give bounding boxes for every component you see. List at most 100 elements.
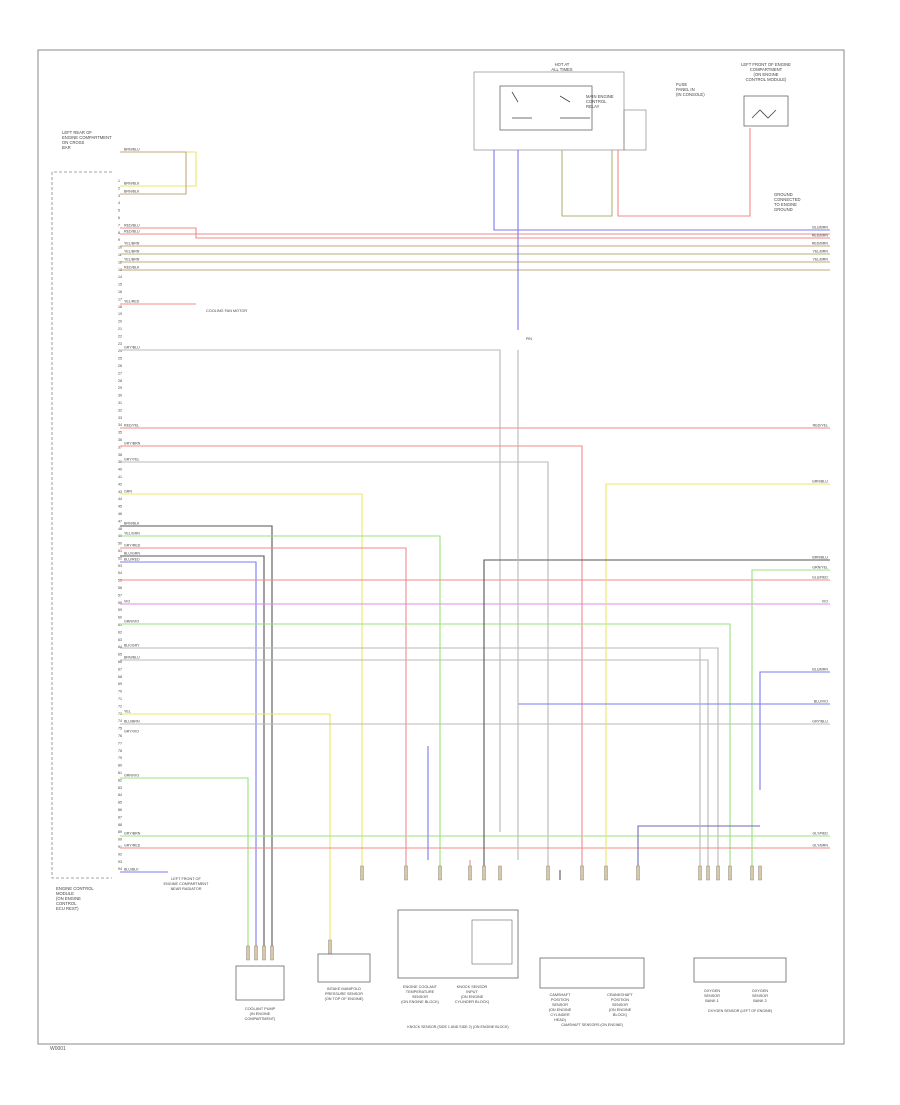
wire-terminal [728,865,732,881]
wire-color-label: YEL/BRN [124,250,140,254]
ecm-pin-number: 28 [118,379,122,383]
wire-terminal [360,865,364,881]
wire-segment [120,713,331,954]
component-label: SENSOR [552,1003,568,1007]
wire-terminal [706,865,710,881]
group-title: OXYGEN SENSOR (LEFT OF ENGINE) [708,1009,772,1013]
ecm-pin-number: 34 [118,423,122,427]
intake-sensor-box [317,953,371,983]
right-module-label-line: CONTROL MODULE) [746,77,787,82]
ecm-bottom-label-line: ECU REST) [56,906,79,911]
wire-terminal [636,865,640,881]
ecm-pin-number: 62 [118,630,122,634]
ecm-pin-number: 9 [118,238,120,242]
wire-terminal [698,865,702,881]
ecm-pin-number: 57 [118,593,122,597]
right-wire-label: VIO [822,600,828,604]
right-wire-label: GRN/BLU [812,480,828,484]
ecm-top-label-line: ON CROSS [62,140,85,145]
right-wire-label: YEL/BRN [813,250,829,254]
ecm-pin-number: 53 [118,564,122,568]
ecm-pin-number: 63 [118,638,122,642]
ecm-pin-number: 42 [118,482,122,486]
wire-segment [120,151,187,195]
pin-note: PIN [526,337,532,341]
ecm-pin-number: 6 [118,216,120,220]
right-wire-label: GLU/RED [812,576,828,580]
ground-note-line: GROUND [774,192,793,197]
component-label: COOLANT PUMP [245,1007,276,1011]
ecm-pin-number: 52 [118,556,122,560]
wire-segment [120,777,249,960]
ecm-pin-number: 71 [118,697,122,701]
wire-color-label: BRN/BLU [124,656,140,660]
fuse-panel-label-line: FUSE [676,82,687,87]
wire-terminal [404,865,408,881]
ecm-pin-number: 70 [118,690,122,694]
ecm-pin-number: 46 [118,512,122,516]
ecm-pin-column: 1234567891011121314151617181920212223242… [118,179,122,871]
component-label: KNOCK SENSOR [457,985,488,989]
ecm-pin-number: 72 [118,704,122,708]
ecm-pin-number: 11 [118,253,122,257]
group-title: KNOCK SENSOR (SIDE 1 AND SIDE 2) (ON ENG… [407,1025,508,1029]
wire-terminal [254,945,258,961]
wire-color-label: BLU/RED [124,558,140,562]
ecm-pin-number: 50 [118,542,122,546]
ecm-pin-number: 26 [118,364,122,368]
o2-sensor-group-box [693,957,787,983]
ecm-pin-number: 90 [118,838,122,842]
ecm-pin-number: 65 [118,653,122,657]
right-module-label-line: COMPARTMENT [750,67,783,72]
wire-color-label: YEL/RED [124,300,140,304]
ecm-pin-number: 15 [118,283,122,287]
wire-color-label: YEL/BRN [124,242,140,246]
wire-color-label: GRY/VIO [124,730,139,734]
right-module-box [743,95,789,127]
ecm-pin-number: 83 [118,786,122,790]
ecm-pin-number: 81 [118,771,122,775]
wire-color-label: YEL/BRN [124,258,140,262]
wire-color-label: BLU/BLK [124,868,139,872]
wire-segment [120,525,273,960]
main-relay-box [499,85,593,131]
ecm-pin-number: 69 [118,682,122,686]
ecm-pin-number: 93 [118,860,122,864]
wire-terminal [580,865,584,881]
wire-segment [120,659,709,880]
ecm-pin-number: 29 [118,386,122,390]
wire-terminal [246,945,250,961]
ecm-pin-number: 8 [118,231,120,235]
wire-segment [637,825,760,880]
right-wire-label: BLU/BRN [812,226,828,230]
ecm-pin-number: 23 [118,342,122,346]
wire-color-label: GRN [124,490,132,494]
wire-terminal [498,865,502,881]
ecm-pin-number: 2 [118,186,120,190]
ecm-pin-number: 19 [118,312,122,316]
ecm-pin-number: 61 [118,623,122,627]
component-label: CAMSHAFT [550,993,572,997]
right-wire-label: BRN/BLU [812,556,828,560]
right-wire-label: RED/BRN [812,242,829,246]
component-label: HEAD) [554,1018,567,1022]
wire-color-label: GRY/RED [124,544,141,548]
wire-color-label: GRY/BLU [124,346,140,350]
ecm-pin-number: 40 [118,468,122,472]
wire-color-label: BLU/GRN [124,552,140,556]
ecm-pin-number: 45 [118,505,122,509]
ecm-pin-number: 24 [118,349,122,353]
component-label: PRESSURE SENSOR [325,992,363,996]
component-label: OXYGEN [752,989,769,993]
right-label-layer: BLU/BRNRED/BRNRED/BRNYEL/BRNYEL/BRNRED/Y… [206,226,828,848]
wire-terminal [750,865,754,881]
component-label: (ON ENGINE [549,1008,572,1012]
wire-terminal [328,939,332,955]
right-wire-label: BLU/BRN [812,668,828,672]
ecm-pin-number: 77 [118,741,122,745]
ground-note-line: GROUND [774,207,793,212]
ecm-pin-number: 4 [118,201,120,205]
